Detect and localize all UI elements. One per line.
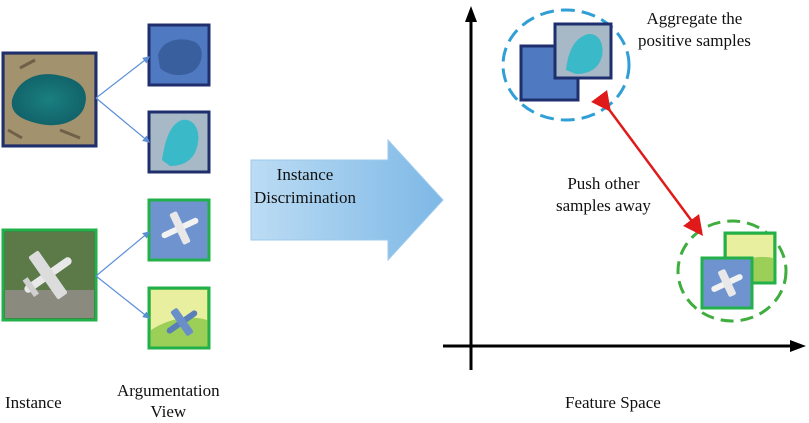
instance-label: Instance bbox=[5, 393, 62, 412]
instance-discrimination-arrow bbox=[250, 138, 444, 262]
positive-samples-cluster bbox=[501, 8, 631, 122]
augmentation-line-1: Argumentation bbox=[117, 381, 220, 400]
push-label: Push other samples away bbox=[556, 173, 651, 217]
augmentation-line-2: View bbox=[150, 402, 187, 421]
airplane-augmented-view-1 bbox=[147, 198, 211, 262]
lake-connectors bbox=[95, 56, 150, 143]
lake-augmented-view-2 bbox=[147, 110, 211, 174]
aggregate-line-2: positive samples bbox=[638, 31, 751, 50]
lake-augmented-view-1 bbox=[147, 23, 211, 87]
discrimination-line-1: Instance bbox=[276, 165, 334, 184]
instance-discrimination-label: Instance Discrimination bbox=[254, 163, 356, 209]
push-line-2: samples away bbox=[556, 196, 651, 215]
aggregate-label: Aggregate the positive samples bbox=[638, 8, 751, 52]
aggregate-line-1: Aggregate the bbox=[646, 9, 743, 28]
augmentation-view-label: Argumentation View bbox=[117, 380, 220, 422]
lake-instance-image bbox=[1, 51, 98, 148]
airplane-augmented-view-2 bbox=[147, 286, 211, 350]
feature-space-label: Feature Space bbox=[565, 393, 661, 412]
feature-space-axes bbox=[443, 6, 806, 370]
airplane-connectors bbox=[95, 231, 150, 319]
push-line-1: Push other bbox=[567, 174, 640, 193]
push-away-arrow bbox=[591, 90, 703, 237]
airplane-instance-image bbox=[1, 228, 98, 322]
other-samples-cluster bbox=[676, 219, 788, 323]
discrimination-line-2: Discrimination bbox=[254, 188, 356, 207]
